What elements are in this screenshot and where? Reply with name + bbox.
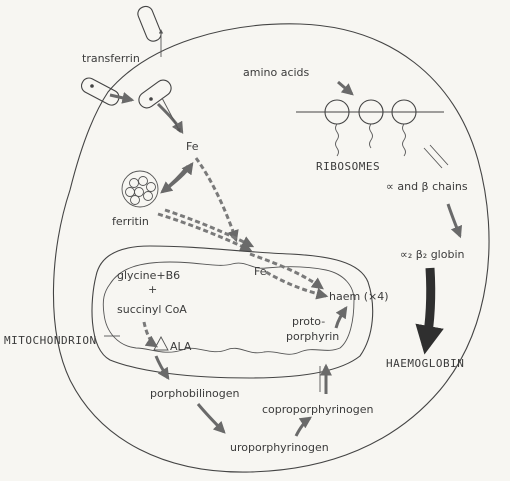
ala-label: ALA (170, 340, 192, 353)
ribosome-icon (296, 100, 444, 156)
alpha-beta-chains-label: ∝ and β chains (386, 180, 468, 193)
plus-label: + (148, 283, 157, 296)
haemoglobin-label: HAEMOGLOBIN (386, 357, 464, 370)
glycine-label: glycine+B6 (117, 269, 180, 282)
mitochondrion-label: MITOCHONDRION (4, 334, 97, 347)
uroporphyrinogen-label: uroporphyrinogen (230, 441, 329, 454)
coproporphyrinogen-label: coproporphyrinogen (262, 403, 374, 416)
protoporphyrin-label-1: proto- (292, 315, 325, 328)
amino-acids-label: amino acids (243, 66, 310, 79)
ferritin-label: ferritin (112, 215, 149, 228)
globin-label: ∝₂ β₂ globin (400, 248, 464, 261)
fe-label-mitochondrion: Fe (254, 265, 267, 278)
transferrin-label: transferrin (82, 52, 140, 65)
delta-symbol-icon (154, 337, 168, 350)
ribosomes-label: RIBOSOMES (316, 160, 380, 173)
globin-to-haemoglobin-arrow (426, 268, 431, 346)
porphobilinogen-label: porphobilinogen (150, 387, 240, 400)
fe-label-cytoplasm: Fe (186, 140, 199, 153)
succinyl-coa-label: succinyl CoA (117, 303, 187, 316)
ferritin-cluster-icon (122, 171, 158, 207)
protoporphyrin-label-2: porphyrin (286, 330, 339, 343)
haem-label: haem (×4) (329, 290, 389, 303)
